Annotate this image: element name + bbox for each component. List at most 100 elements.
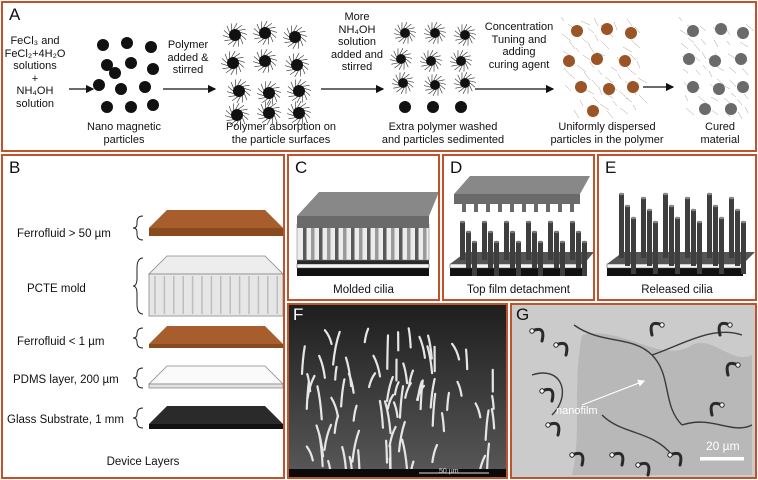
sem-cilium <box>305 445 314 462</box>
molded-cilia-illustration <box>296 192 438 276</box>
released-cilium <box>735 210 740 266</box>
caption-molded-cilia: Molded cilia <box>333 284 394 296</box>
panel-b-letter: B <box>9 158 21 177</box>
sem-cilium <box>431 443 439 464</box>
cilium-tip <box>570 220 575 224</box>
coated-particle <box>284 53 310 77</box>
sem-cilium <box>429 377 436 409</box>
coated-particle <box>423 74 447 96</box>
cilium <box>538 242 543 276</box>
cured-particle <box>737 27 749 39</box>
film-stub <box>558 204 562 212</box>
cilium-tip <box>554 230 559 234</box>
film-stub <box>534 204 538 212</box>
layer-label-ferrofluid-thin: Ferrofluid < 1 µm <box>17 336 105 348</box>
panel-g-letter: G <box>516 305 530 324</box>
cilium-tip <box>691 208 696 212</box>
coated-particle <box>224 103 250 127</box>
released-cilium <box>707 194 712 258</box>
sem-cilium <box>446 391 451 412</box>
dispersed-particle <box>591 53 603 65</box>
sem-cilium <box>401 438 409 472</box>
coated-particle <box>252 21 278 45</box>
layer-label-ferrofluid-thick: Ferrofluid > 50 µm <box>17 228 111 240</box>
bare-particle <box>145 41 157 53</box>
cilium-tip <box>619 192 624 196</box>
panel-d-letter: D <box>450 158 463 177</box>
panel-d: D Top film detachment <box>442 154 595 301</box>
sem-cilium <box>383 400 392 435</box>
cilium-tip <box>538 240 543 244</box>
caption-top-film-detachment: Top film detachment <box>467 284 570 296</box>
cilium <box>504 222 509 260</box>
coated-particle <box>286 79 312 103</box>
panel-f: F 50 µm <box>287 303 508 479</box>
molded-cilium <box>359 228 363 260</box>
coated-particle <box>393 22 417 44</box>
released-cilium <box>653 222 658 274</box>
sem-scale-label: 50 µm <box>439 468 459 475</box>
cilium <box>460 222 465 260</box>
sedimented-particle <box>455 101 467 113</box>
molded-cilium <box>319 224 323 260</box>
molded-cilium <box>415 224 419 260</box>
layer-stack <box>132 210 283 429</box>
sem-cilium <box>323 329 333 346</box>
layer-label-glass: Glass Substrate, 1 mm <box>7 414 124 426</box>
released-cilium <box>675 218 680 274</box>
sem-cilium <box>393 381 400 396</box>
molded-cilium <box>407 228 411 260</box>
sedimented-particle <box>427 101 439 113</box>
coated-particle <box>252 49 278 73</box>
pcte-mold-layer <box>148 255 283 317</box>
cilium-tip <box>548 220 553 224</box>
ferrofluid-thin-layer <box>149 326 283 348</box>
molded-cilium <box>383 224 387 260</box>
cilium <box>466 232 471 268</box>
cilium-tip <box>609 452 615 458</box>
cilium <box>494 242 499 276</box>
molded-cilium <box>335 224 339 260</box>
molded-cilium <box>351 224 355 260</box>
bare-particle <box>125 101 137 113</box>
panel-e: E Released cilia <box>597 154 757 301</box>
released-cilium <box>691 210 696 266</box>
cilium-tip <box>539 388 545 394</box>
panel-b: B Ferrofluid > 50 µm PCTE mold Ferroflui… <box>1 154 285 479</box>
dispersed-particle <box>627 81 639 93</box>
sem-cilium <box>431 392 437 427</box>
sem-cilium <box>490 407 496 430</box>
cured-particle <box>687 25 699 37</box>
released-cilium <box>619 194 624 258</box>
sem-cilium <box>352 404 358 422</box>
layer-label-pdms: PDMS layer, 200 µm <box>13 374 119 386</box>
sem-cilium <box>315 424 325 458</box>
film-stub <box>486 204 490 212</box>
glass-substrate-layer <box>149 406 283 429</box>
sem-cilium <box>397 420 406 453</box>
dispersed-particle <box>575 81 587 93</box>
cilium-tip <box>553 342 559 348</box>
cilium-tip <box>582 240 587 244</box>
cilium <box>548 222 553 260</box>
cilium <box>570 222 575 260</box>
released-cilium <box>713 206 718 266</box>
panel-c-letter: C <box>295 158 308 177</box>
released-cilium <box>625 206 630 266</box>
coated-particle <box>282 25 308 49</box>
cilium-tip <box>719 216 724 220</box>
cilium-tip <box>526 220 531 224</box>
cilium-tip <box>707 192 712 196</box>
sem-cilium <box>418 335 427 359</box>
sem-cilium <box>388 425 397 448</box>
cilium-tip <box>460 220 465 224</box>
bare-particle <box>147 99 159 111</box>
panel-c: C Molded cilia <box>287 154 440 301</box>
molded-cilium <box>343 228 347 260</box>
cilium <box>582 242 587 276</box>
